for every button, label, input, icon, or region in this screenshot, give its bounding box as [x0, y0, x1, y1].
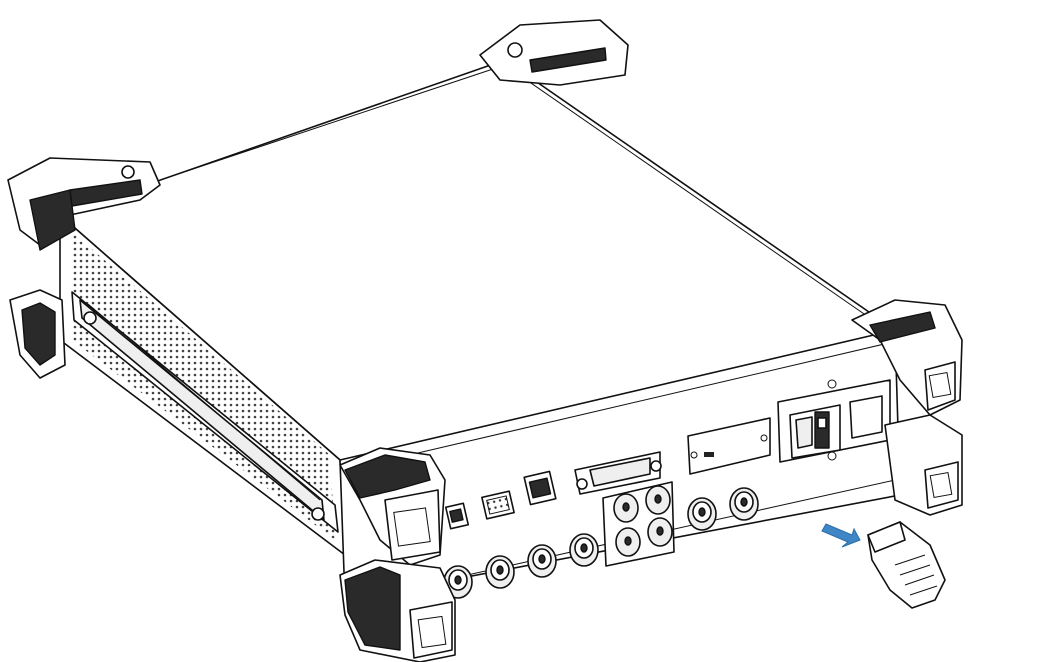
usb-device-port	[481, 490, 515, 520]
bumper-right-bottom	[884, 414, 963, 516]
bumper-front-bottom	[339, 559, 456, 662]
bumper-back-top	[479, 19, 629, 86]
insert-direction-arrow	[821, 523, 861, 548]
bumper-right-top	[851, 299, 963, 416]
power-cord-plug	[867, 521, 1038, 631]
bnc-connectors	[443, 481, 759, 599]
gpib-connector	[574, 451, 662, 495]
side-panel	[59, 214, 346, 556]
bumper-front-top	[339, 447, 446, 566]
carry-handle	[71, 291, 339, 533]
bumper-left-bottom	[9, 289, 66, 379]
power-switch	[849, 395, 883, 439]
bumper-left-top	[7, 157, 161, 251]
ac-power-socket	[777, 379, 891, 463]
option-slot-cover	[687, 417, 771, 475]
usb-port	[444, 502, 470, 530]
lan-port	[523, 470, 557, 506]
